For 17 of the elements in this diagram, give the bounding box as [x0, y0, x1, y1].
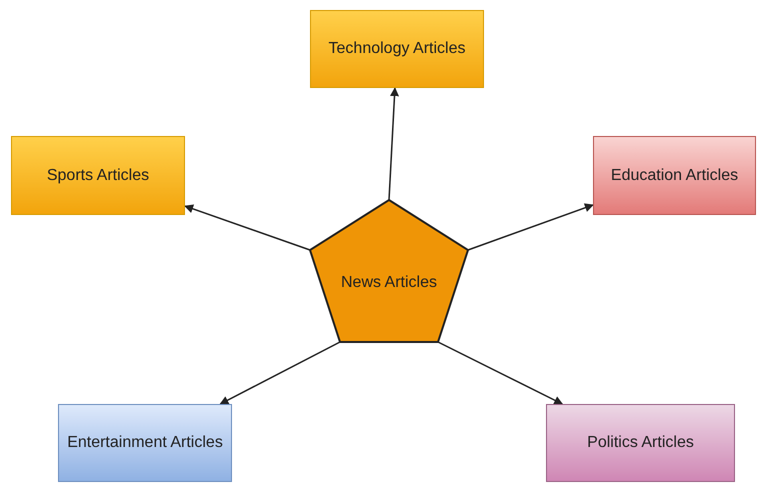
- node-label: News Articles: [340, 273, 438, 293]
- arrow: [468, 203, 594, 251]
- process-box: [11, 136, 185, 215]
- process-box: [593, 136, 756, 215]
- node-label: Technology Articles: [328, 39, 466, 59]
- arrow: [220, 341, 340, 405]
- process-box: [310, 10, 484, 88]
- pentagon-node: [310, 200, 468, 342]
- node-label: Education Articles: [610, 166, 740, 186]
- node-label: Sports Articles: [46, 166, 150, 186]
- process-box: [58, 404, 232, 482]
- node-label: Entertainment Articles: [66, 433, 224, 453]
- arrow: [388, 87, 399, 200]
- node-label: Politics Articles: [586, 433, 695, 453]
- arrow: [184, 204, 310, 251]
- arrow: [438, 341, 564, 405]
- process-box: [546, 404, 735, 482]
